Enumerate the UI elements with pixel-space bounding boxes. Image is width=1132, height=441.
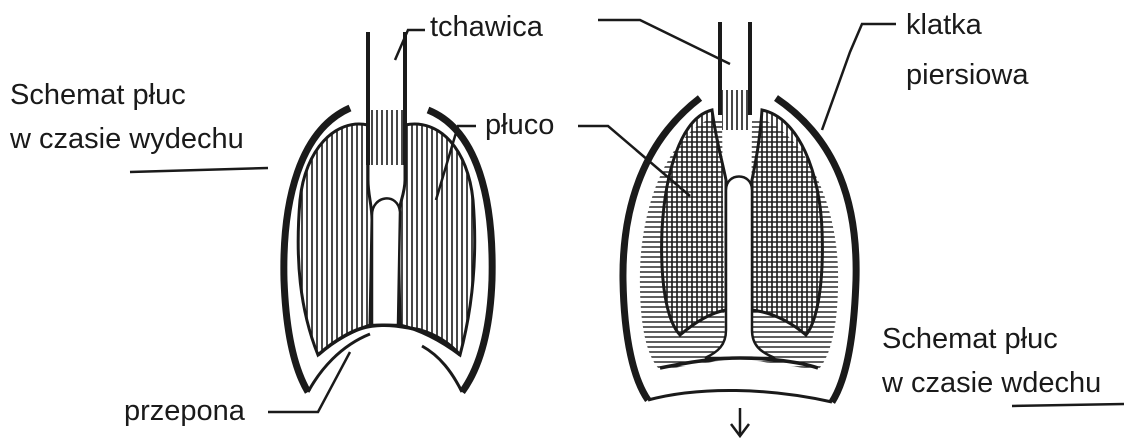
leader-ribcage bbox=[822, 24, 896, 130]
inhale-left-lung bbox=[662, 110, 726, 335]
exhale-heart-gap bbox=[372, 198, 400, 325]
lung-label: płuco bbox=[485, 108, 554, 142]
leader-trachea-right bbox=[598, 20, 730, 64]
inhale-trachea bbox=[720, 22, 750, 130]
leader-trachea-left bbox=[395, 30, 425, 60]
exhale-diagram bbox=[284, 32, 492, 392]
diaphragm-label: przepona bbox=[124, 394, 245, 428]
exhale-left-lung bbox=[298, 124, 372, 355]
inhale-title-keyword: wdechu bbox=[1001, 367, 1101, 399]
trachea-label: tchawica bbox=[430, 10, 543, 44]
inhale-title-line2: w czasie wdechu bbox=[882, 366, 1101, 400]
exhale-title-prefix: w czasie bbox=[10, 123, 129, 155]
ribcage-label-line2: piersiowa bbox=[906, 58, 1029, 92]
inhale-keyword-underline bbox=[1012, 404, 1124, 406]
exhale-keyword-underline bbox=[130, 168, 268, 172]
inhale-diagram bbox=[623, 22, 856, 436]
leader-diaphragm bbox=[268, 352, 350, 412]
inhale-title-line1: Schemat płuc bbox=[882, 322, 1058, 356]
exhale-title-line1: Schemat płuc bbox=[10, 78, 186, 112]
exhale-right-lung bbox=[398, 124, 475, 355]
exhale-title-keyword: wydechu bbox=[129, 123, 243, 155]
inhale-right-lung bbox=[752, 110, 822, 335]
arrow-down-icon bbox=[731, 408, 749, 436]
inhale-title-prefix: w czasie bbox=[882, 367, 1001, 399]
ribcage-label-line1: klatka bbox=[906, 8, 982, 42]
exhale-title-line2: w czasie wydechu bbox=[10, 122, 244, 156]
